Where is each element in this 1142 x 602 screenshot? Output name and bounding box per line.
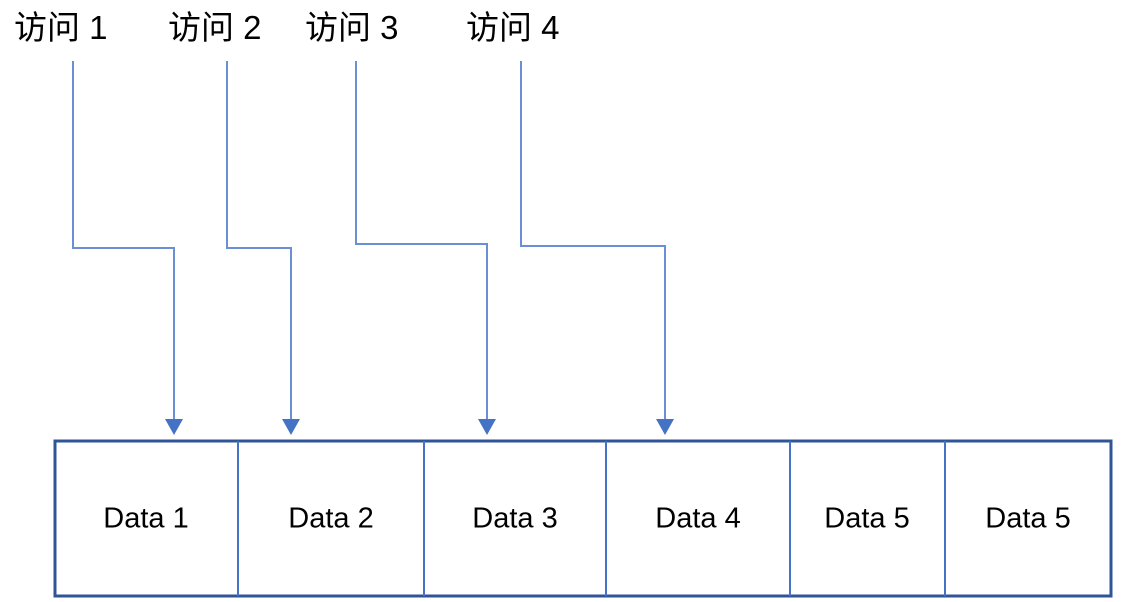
access-label-4: 访问 4 [466,9,560,46]
connector-access-2-arrow-icon [282,419,300,435]
connector-access-4 [520,61,674,435]
connector-access-1 [72,61,183,435]
connector-access-4-arrow-icon [656,419,674,435]
connector-access-4-path [520,61,666,419]
connector-access-3-path [355,61,488,419]
table-cell-label-6: Data 5 [985,502,1071,535]
access-label-2: 访问 2 [168,9,262,46]
table-cell-label-1: Data 1 [103,502,189,535]
table-outer-border [53,439,1113,598]
table-cell-label-5: Data 5 [824,502,910,535]
memory-array-table [53,439,1113,598]
table-cell-label-2: Data 2 [288,502,374,535]
connector-access-1-path [72,61,175,419]
access-label-3: 访问 3 [305,9,399,46]
table-cell-label-3: Data 3 [472,502,558,535]
connector-access-3-arrow-icon [478,419,496,435]
connector-access-3 [355,61,496,435]
connectors-group [72,61,674,435]
connector-access-2-path [226,61,292,419]
connector-access-1-arrow-icon [165,419,183,435]
table-cell-label-4: Data 4 [655,502,741,535]
access-label-1: 访问 1 [14,9,108,46]
connector-access-2 [226,61,300,435]
